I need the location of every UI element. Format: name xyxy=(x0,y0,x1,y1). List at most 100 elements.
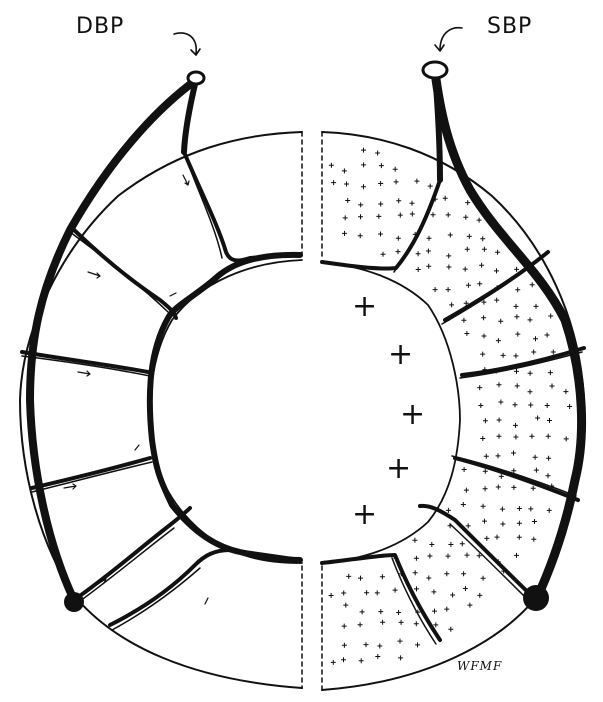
stipple-mark xyxy=(513,423,518,428)
stipple-mark xyxy=(378,609,383,614)
left-penetrating-vessel-3 xyxy=(22,352,148,372)
stipple-mark xyxy=(398,639,403,644)
stipple-mark xyxy=(375,654,380,659)
stipple-mark xyxy=(446,212,451,217)
stipple-mark xyxy=(444,607,449,612)
left-segment-lines xyxy=(22,152,222,630)
right-source-vessel xyxy=(423,62,447,78)
stipple-mark xyxy=(477,593,482,598)
stipple-mark xyxy=(378,202,383,207)
stipple-mark xyxy=(428,184,433,189)
stipple-mark xyxy=(443,196,448,201)
stipple-mark xyxy=(494,298,499,303)
stipple-mark xyxy=(548,314,553,319)
stipple-mark xyxy=(528,317,533,322)
stipple-mark xyxy=(358,214,363,219)
stipple-mark xyxy=(396,236,401,241)
stipple-mark xyxy=(514,267,519,272)
stipple-mark xyxy=(427,236,432,241)
stipple-mark xyxy=(481,576,486,581)
stipple-mark xyxy=(466,523,471,528)
stipple-mark xyxy=(495,250,500,255)
stipple-mark xyxy=(500,507,505,512)
stipple-mark xyxy=(414,586,419,591)
stipple-mark xyxy=(494,268,499,273)
stipple-mark xyxy=(481,504,486,509)
stipple-mark xyxy=(546,473,551,478)
stipple-mark xyxy=(341,591,346,596)
stipple-mark xyxy=(528,389,533,394)
stipple-mark xyxy=(477,218,482,223)
stipple-mark xyxy=(364,590,369,595)
left-penetrating-vessel-1 xyxy=(184,152,300,260)
left-source-vessel xyxy=(188,72,204,84)
stipple-mark xyxy=(483,418,488,423)
artist-signature: WFMF xyxy=(457,659,502,673)
stipple-mark xyxy=(377,644,382,649)
stipple-mark xyxy=(496,453,501,458)
stipple-mark xyxy=(427,554,432,559)
stipple-mark xyxy=(546,456,551,461)
stipple-mark xyxy=(513,435,518,440)
stipple-mark xyxy=(514,369,519,374)
stipple-mark xyxy=(446,554,451,559)
left-half-dbp xyxy=(20,33,302,688)
stipple-mark xyxy=(398,655,403,660)
stipple-mark xyxy=(496,485,501,490)
stipple-mark xyxy=(375,151,380,156)
stipple-mark xyxy=(482,247,487,252)
stipple-mark xyxy=(465,200,470,205)
stipple-mark xyxy=(547,418,552,423)
stipple-mark xyxy=(414,621,419,626)
stipple-mark xyxy=(484,454,489,459)
stipple-mark xyxy=(378,232,383,237)
stipple-mark xyxy=(477,281,482,286)
stipple-mark xyxy=(413,570,418,575)
right-junction-node xyxy=(523,585,549,611)
stipple-mark xyxy=(517,535,522,540)
stipple-mark xyxy=(343,215,348,220)
right-half-sbp xyxy=(322,28,584,690)
left-junction-node xyxy=(64,592,84,612)
stipple-mark xyxy=(415,642,420,647)
stipple-mark xyxy=(497,382,502,387)
stipple-mark xyxy=(376,214,381,219)
stipple-mark xyxy=(448,233,453,238)
stipple-mark xyxy=(426,576,431,581)
stipple-mark xyxy=(344,182,349,187)
stipple-mark xyxy=(398,213,403,218)
stipple-mark xyxy=(479,263,484,268)
right-penetrating-vessel-5 xyxy=(420,506,536,600)
stipple-mark xyxy=(414,556,419,561)
stipple-mark xyxy=(551,350,556,355)
stipple-mark xyxy=(393,588,398,593)
stipple-mark xyxy=(563,389,568,394)
stipple-mark xyxy=(533,455,538,460)
stipple-mark xyxy=(511,485,516,490)
stipple-mark xyxy=(396,198,401,203)
stipple-mark xyxy=(393,167,398,172)
stipple-mark xyxy=(515,287,520,292)
stipple-mark xyxy=(515,383,520,388)
left-pressure-arrow xyxy=(174,33,200,55)
stipple-mark xyxy=(448,627,453,632)
stipple-mark xyxy=(482,334,487,339)
stipple-mark xyxy=(545,333,550,338)
stipple-mark xyxy=(444,571,449,576)
stipple-mark xyxy=(465,553,470,558)
stipple-mark xyxy=(461,571,466,576)
stipple-mark xyxy=(416,267,421,272)
stipple-mark xyxy=(361,148,366,153)
stipple-mark xyxy=(464,331,469,336)
stipple-mark xyxy=(534,468,539,473)
dbp-label: DBP xyxy=(76,14,124,39)
stipple-mark xyxy=(396,249,401,254)
stipple-mark xyxy=(450,593,455,598)
stipple-mark xyxy=(517,506,522,511)
stipple-mark xyxy=(545,403,550,408)
stipple-mark xyxy=(429,542,434,547)
stipple-mark xyxy=(548,370,553,375)
right-penetrating-vessel-4 xyxy=(455,458,578,500)
stipple-mark xyxy=(481,315,486,320)
